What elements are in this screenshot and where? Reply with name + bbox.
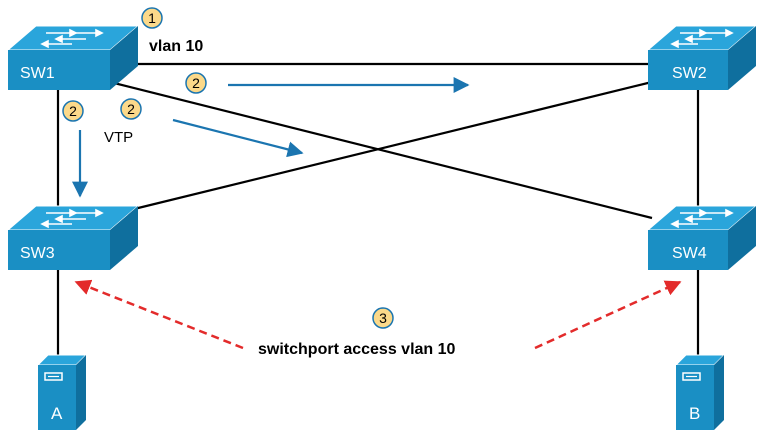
switch-sw4[interactable]: SW4 (646, 205, 758, 270)
step-2-text: VTP (104, 129, 133, 146)
svg-text:2: 2 (192, 75, 200, 91)
step-3-badge: 3 (372, 307, 394, 329)
step-2-annotation: 2 2 2 VTP (62, 72, 207, 146)
host-a[interactable]: A (36, 354, 88, 430)
vtp-arrow-to-sw4 (172, 118, 304, 158)
vtp-arrows (72, 77, 470, 198)
step-1-number: 1 (148, 10, 156, 26)
switch-label: SW4 (672, 245, 707, 262)
step-2-badge-sw4: 2 (120, 98, 142, 120)
switch-body (8, 230, 110, 270)
step-3-annotation: 3 switchport access vlan 10 (258, 307, 456, 358)
step-1-text: vlan 10 (149, 38, 203, 55)
svg-text:2: 2 (127, 101, 135, 117)
host-label: B (689, 404, 700, 423)
switch-body (8, 50, 110, 90)
switch-sw2[interactable]: SW2 (646, 25, 758, 90)
switch-body (648, 50, 728, 90)
access-arrows (74, 279, 682, 350)
step-1-annotation: 1 vlan 10 (141, 7, 203, 55)
switch-sw1[interactable]: SW1 (6, 25, 140, 90)
switch-sw3[interactable]: SW3 (6, 205, 140, 270)
access-arrow-to-sw3 (74, 279, 244, 350)
host-b[interactable]: B (674, 354, 726, 430)
drive-slot-icon (44, 372, 63, 381)
step-3-text: switchport access vlan 10 (258, 341, 456, 358)
host-label: A (51, 404, 63, 423)
link-sw2-sw3 (129, 80, 653, 212)
step-3-number: 3 (379, 310, 387, 326)
switch-label: SW2 (672, 65, 707, 82)
step-2-badge-sw3: 2 (62, 100, 84, 122)
access-arrow-to-sw4 (534, 280, 682, 350)
step-1-badge: 1 (141, 7, 163, 29)
svg-text:2: 2 (69, 103, 77, 119)
step-2-badge-sw2: 2 (185, 72, 207, 94)
switch-body (648, 230, 728, 270)
links (56, 62, 700, 355)
link-sw1-sw4 (109, 80, 653, 220)
switch-label: SW3 (20, 245, 55, 262)
switch-label: SW1 (20, 65, 55, 82)
drive-slot-icon (682, 372, 701, 381)
